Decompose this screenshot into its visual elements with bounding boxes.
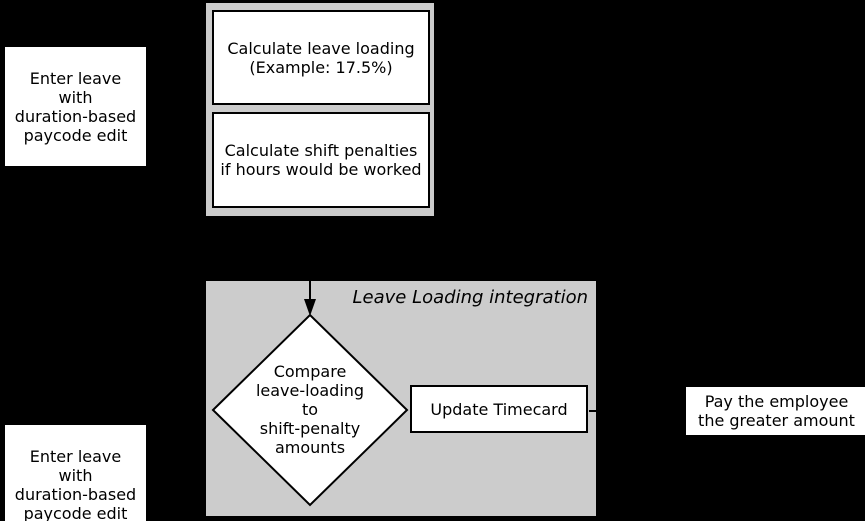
node-calculate-leave-loading: Calculate leave loading (Example: 17.5%) (212, 10, 430, 105)
node-enter-leave-top: Enter leave with duration-based paycode … (3, 45, 148, 168)
integration-group-label: Leave Loading integration (352, 287, 588, 308)
node-enter-leave-top-label: Enter leave with duration-based paycode … (14, 68, 137, 145)
node-calculate-leave-loading-label: Calculate leave loading (Example: 17.5%) (227, 38, 415, 77)
node-pay-employee-label: Pay the employee the greater amount (698, 392, 855, 430)
node-update-timecard: Update Timecard (410, 385, 588, 433)
node-calculate-shift-penalties: Calculate shift penalties if hours would… (212, 112, 430, 208)
node-pay-employee: Pay the employee the greater amount (684, 385, 865, 437)
node-compare-decision-label: Compare leave-loading to shift-penalty a… (255, 362, 365, 457)
node-enter-leave-bottom-label: Enter leave with duration-based paycode … (14, 446, 137, 521)
calculation-group: Calculate leave loading (Example: 17.5%)… (205, 2, 435, 217)
node-enter-leave-bottom: Enter leave with duration-based paycode … (3, 423, 148, 521)
node-update-timecard-label: Update Timecard (430, 399, 568, 419)
node-calculate-shift-penalties-label: Calculate shift penalties if hours would… (220, 141, 422, 179)
